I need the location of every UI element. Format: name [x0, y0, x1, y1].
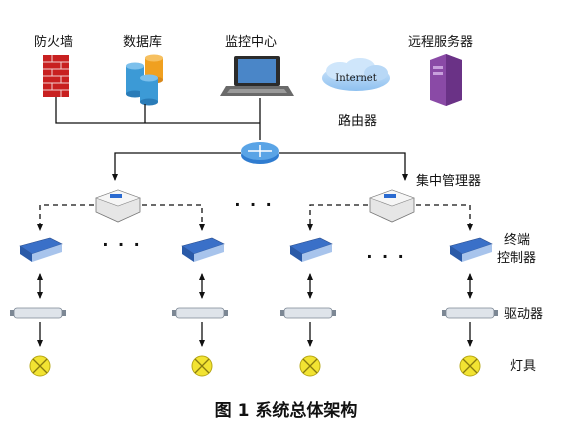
router-label: 路由器 [338, 113, 377, 129]
driver-3 [280, 307, 336, 319]
ellipsis-controllers-right: · · · [366, 247, 405, 266]
concentrator-label: 集中管理器 [416, 173, 481, 189]
lamp-label: 灯具 [510, 359, 536, 374]
lamp-icon-1 [29, 355, 51, 377]
lamp-icon-4 [459, 355, 481, 377]
driver-4 [442, 307, 498, 319]
driver-1 [10, 307, 66, 319]
ellipsis-concentrators: · · · [234, 195, 273, 214]
terminal-controller-1 [19, 237, 63, 262]
terminal-controller-2 [181, 237, 225, 262]
concentrator-right [369, 189, 415, 223]
terminal-controller-label-line2: 控制器 [497, 251, 536, 266]
remote-server-label: 远程服务器 [408, 34, 473, 50]
database-icon [126, 54, 163, 106]
link-right-concentrator-controller-3 [307, 204, 368, 231]
lamp-icon-3 [299, 355, 321, 377]
terminal-controller-3 [289, 237, 333, 262]
driver-2 [172, 307, 228, 319]
laptop-icon [220, 56, 294, 96]
server-icon [430, 54, 462, 106]
link-router-right-concentrator [279, 152, 408, 181]
firewall-icon [43, 55, 69, 97]
link-router-left-concentrator [112, 152, 241, 181]
monitoring-center-label: 监控中心 [225, 35, 277, 50]
concentrator-left [95, 189, 141, 223]
terminal-controller-4 [449, 237, 493, 262]
firewall-label: 防火墙 [34, 34, 73, 50]
link-left-concentrator-controller-1 [37, 204, 94, 231]
terminal-controller-label-line1: 终端 [504, 232, 530, 248]
internet-cloud-icon: Internet [322, 58, 390, 91]
router-icon [241, 142, 279, 164]
link-right-concentrator-controller-4 [416, 204, 473, 231]
link-left-concentrator-controller-2 [142, 204, 205, 231]
figure-caption: 图 1 系统总体架构 [215, 400, 358, 421]
internet-label: Internet [335, 73, 376, 84]
top-bus-line [55, 97, 261, 140]
ellipsis-controllers-left: · · · [102, 235, 141, 254]
driver-label: 驱动器 [504, 307, 543, 322]
lamp-icon-2 [191, 355, 213, 377]
database-label: 数据库 [123, 34, 162, 50]
